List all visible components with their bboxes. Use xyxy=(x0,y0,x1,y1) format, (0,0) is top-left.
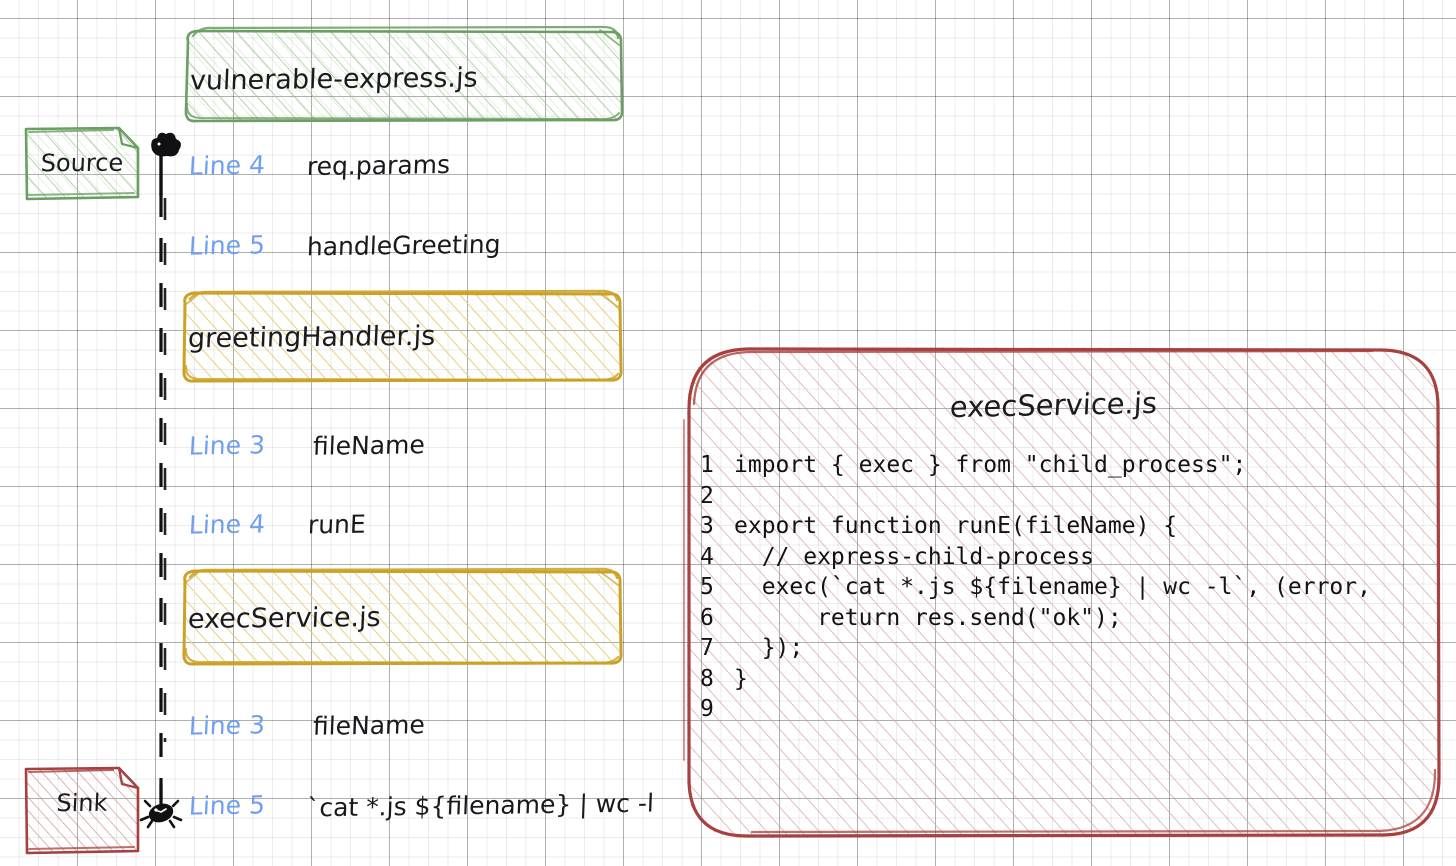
code-panel-content[interactable]: 1 2 3 4 5 6 7 8 9 import { exec } from "… xyxy=(700,450,1430,735)
file-box-label-greetingHandler: greetingHandler.js xyxy=(187,320,436,355)
flow-step-value-0: req.params xyxy=(306,150,451,181)
flow-step-value-1: handleGreeting xyxy=(306,229,502,262)
sink-note-label: Sink xyxy=(55,788,109,818)
file-box-execService[interactable] xyxy=(182,567,623,666)
flow-step-line-1[interactable]: Line 5 xyxy=(188,230,266,261)
flow-step-value-3: runE xyxy=(307,509,367,540)
code-panel-title: execService.js xyxy=(949,385,1158,425)
flow-step-line-2[interactable]: Line 3 xyxy=(188,430,266,461)
sink-note[interactable] xyxy=(24,766,140,855)
source-note[interactable] xyxy=(24,126,140,201)
flow-step-line-4[interactable]: Line 3 xyxy=(188,710,266,741)
taint-flow-dashed-line xyxy=(159,193,167,800)
file-box-label-vulnerable-express: vulnerable-express.js xyxy=(189,62,479,97)
flow-step-value-2: fileName xyxy=(312,430,426,461)
file-box-greetingHandler[interactable] xyxy=(182,289,623,383)
flow-step-line-5[interactable]: Line 5 xyxy=(188,790,266,821)
flow-step-line-3[interactable]: Line 4 xyxy=(188,509,266,540)
code-panel-frame[interactable] xyxy=(683,347,1441,838)
source-note-label: Source xyxy=(40,148,124,178)
code-gutter: 1 2 3 4 5 6 7 8 9 xyxy=(700,452,714,722)
flow-step-value-4: fileName xyxy=(312,710,426,741)
bug-icon xyxy=(139,783,183,829)
flow-step-value-5: `cat *.js ${filename} | wc -l xyxy=(306,788,655,823)
map-pin-icon xyxy=(151,132,181,197)
code-lines: import { exec } from "child_process"; ex… xyxy=(734,452,1371,692)
file-box-vulnerable-express[interactable] xyxy=(184,25,624,123)
flow-step-line-0[interactable]: Line 4 xyxy=(188,150,266,181)
file-box-label-execService: execService.js xyxy=(187,601,382,636)
